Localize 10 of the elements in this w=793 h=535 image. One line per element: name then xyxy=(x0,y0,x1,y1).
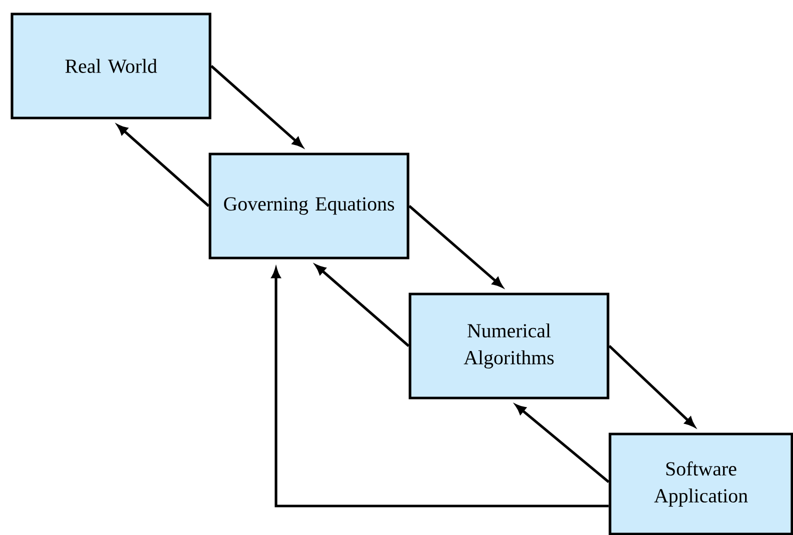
process-box: Real World xyxy=(10,12,212,120)
arrow xyxy=(117,124,210,207)
process-box: Software Application xyxy=(608,432,793,535)
arrow xyxy=(608,345,695,428)
process-box: Governing Equations xyxy=(208,152,410,260)
arrow xyxy=(210,65,303,148)
arrow xyxy=(516,404,610,483)
arrow xyxy=(408,205,503,288)
process-box: Numerical Algorithms xyxy=(408,292,610,400)
arrow xyxy=(315,264,410,347)
